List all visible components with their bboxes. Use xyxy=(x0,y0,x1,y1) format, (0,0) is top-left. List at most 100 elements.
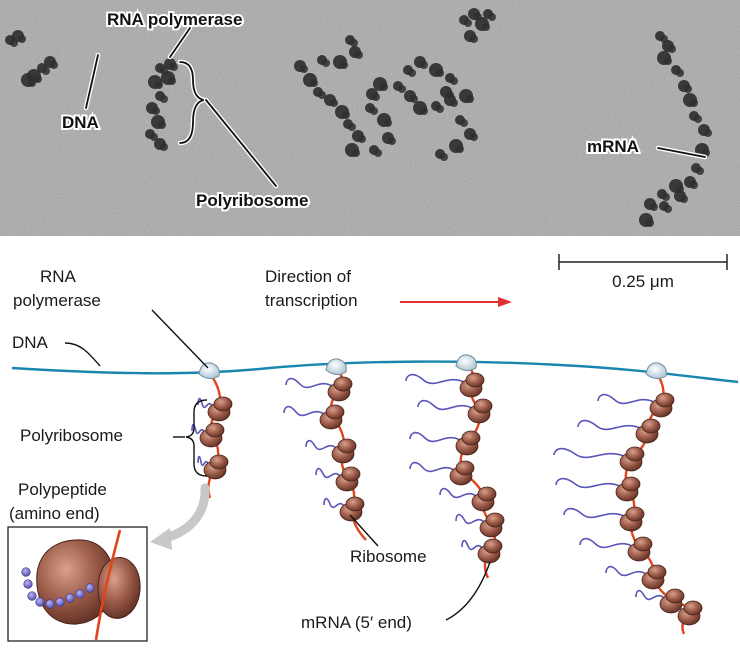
particle xyxy=(370,107,378,115)
particle xyxy=(668,45,676,53)
particle xyxy=(384,119,392,127)
amino-acid-bead xyxy=(75,589,85,599)
particle xyxy=(450,99,458,107)
inset-contents xyxy=(21,529,141,641)
particle xyxy=(310,79,318,87)
em-label-dna: DNA xyxy=(62,113,99,132)
rna-polymerase-icon xyxy=(455,354,477,372)
particle xyxy=(450,77,458,85)
polypeptide-chain xyxy=(283,405,325,417)
particle xyxy=(330,99,338,107)
particle xyxy=(352,149,360,157)
particle xyxy=(646,219,654,227)
polypeptide-chain xyxy=(597,393,655,405)
particle xyxy=(355,51,363,59)
label-polypeptide-line1: Polypeptide xyxy=(18,480,107,499)
label-polymerase-line2: polymerase xyxy=(13,291,101,310)
particle xyxy=(464,19,472,27)
label-rna-line1: RNA xyxy=(40,267,77,286)
particle xyxy=(690,181,698,189)
polypeptide-chain xyxy=(323,497,345,509)
callout-arrow-shaft xyxy=(161,483,210,543)
particle xyxy=(152,107,160,115)
particle xyxy=(482,23,490,31)
ribosome-icon xyxy=(467,398,493,424)
ribosome-icon xyxy=(199,422,225,448)
particle xyxy=(28,79,36,87)
em-label-rna-polymerase: RNA polymerase xyxy=(107,10,242,29)
particle xyxy=(694,115,702,123)
label-amino-end-line2: (amino end) xyxy=(9,504,100,523)
label-dna: DNA xyxy=(12,333,49,352)
label-direction-line1: Direction of xyxy=(265,267,351,286)
particle xyxy=(446,91,454,99)
particle xyxy=(388,137,396,145)
unit-3 xyxy=(405,354,505,579)
polypeptide-chain xyxy=(563,507,625,519)
polypeptide-chain xyxy=(455,513,485,525)
ribosome-icon xyxy=(641,564,667,590)
unit-1 xyxy=(191,362,233,499)
particle xyxy=(460,119,468,127)
polypeptide-chain xyxy=(555,477,621,489)
scale-bar-label: 0.25 μm xyxy=(612,272,674,291)
polypeptide-chain xyxy=(409,431,461,443)
particle xyxy=(155,81,163,89)
particle xyxy=(488,13,496,21)
particle xyxy=(440,153,448,161)
amino-acid-bead xyxy=(55,597,65,607)
particle xyxy=(676,69,684,77)
schematic-diagram: RNA polymerase Direction of transcriptio… xyxy=(7,267,739,642)
ribosome-icon xyxy=(331,438,357,464)
particle xyxy=(160,143,168,151)
ribosome-icon xyxy=(619,506,645,532)
polypeptide-chain xyxy=(409,461,455,473)
polypeptide-chain xyxy=(285,377,333,389)
transcription-units xyxy=(191,354,703,635)
polypeptide-chain xyxy=(577,419,641,431)
rna-polymerase-icon xyxy=(325,358,347,376)
ribosome-icon xyxy=(203,454,229,480)
particle xyxy=(168,77,176,85)
particle xyxy=(374,149,382,157)
dna-strand xyxy=(11,360,739,384)
callout-arrowhead-icon xyxy=(150,528,172,550)
ribosome-icon xyxy=(615,476,641,502)
ribosome-icon xyxy=(677,600,703,626)
particle xyxy=(318,91,326,99)
particle xyxy=(650,203,658,211)
em-label-mrna: mRNA xyxy=(587,137,639,156)
ribosome-icon xyxy=(649,392,675,418)
amino-acid-bead xyxy=(27,591,37,601)
polypeptide-chain xyxy=(417,399,473,411)
particle xyxy=(662,193,670,201)
polypeptide-chain xyxy=(553,447,625,459)
particle xyxy=(410,95,418,103)
ribosome-icon xyxy=(319,404,345,430)
particle xyxy=(34,75,42,83)
electron-micrograph: RNA polymerase DNA Polyribosome mRNA xyxy=(0,0,740,236)
ribosome-icon xyxy=(207,396,233,422)
scale-bar: 0.25 μm xyxy=(558,254,728,291)
particle xyxy=(690,99,698,107)
polypeptide-chain xyxy=(605,565,647,577)
particle xyxy=(160,95,168,103)
ribosome-icon xyxy=(659,588,685,614)
cluster-mid-right xyxy=(403,56,458,99)
polypeptide-chain xyxy=(579,537,633,549)
ribosome-icon xyxy=(477,538,503,564)
em-label-polyribosome: Polyribosome xyxy=(196,191,308,210)
direction-arrow xyxy=(400,297,512,307)
rna-polymerase-icon xyxy=(198,362,220,380)
particle xyxy=(408,69,416,77)
particle xyxy=(380,83,388,91)
particle xyxy=(470,133,478,141)
particle xyxy=(680,195,688,203)
amino-acid-bead xyxy=(21,567,31,577)
cluster-mrna xyxy=(639,31,712,227)
particle xyxy=(158,121,166,129)
particle xyxy=(322,59,330,67)
ribosome-icon xyxy=(459,372,485,398)
particle xyxy=(664,57,672,65)
